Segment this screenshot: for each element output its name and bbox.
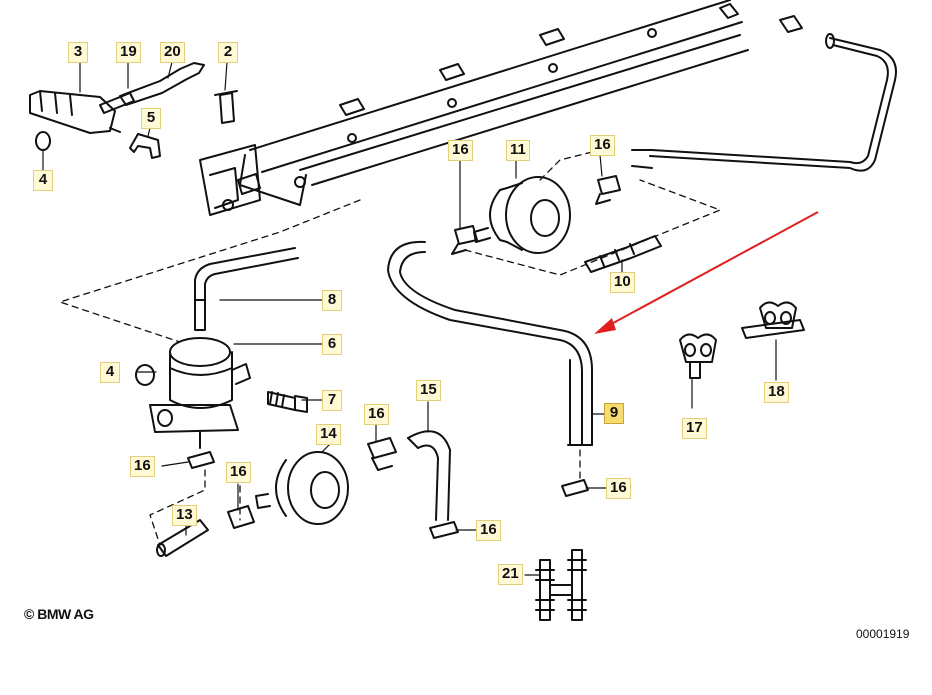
bolt [267,391,308,413]
injector [29,62,238,159]
hose-15 [407,430,451,521]
callout-6: 6 [322,334,342,355]
callout-7: 7 [322,390,342,411]
diagram-number: 00001919 [856,627,910,641]
callout-9-highlighted: 9 [604,403,624,424]
callout-8: 8 [322,290,342,311]
callout-13: 13 [172,505,197,526]
t-connector [535,549,587,621]
callout-16-hose15: 16 [364,404,389,425]
callout-21: 21 [498,564,523,585]
hose-clamps [187,175,621,539]
callout-4-top: 4 [33,170,53,191]
callout-11: 11 [506,140,530,161]
fuel-filter [135,247,299,449]
callout-15: 15 [416,380,441,401]
callout-16-hose9: 16 [606,478,631,499]
clip-18 [741,301,805,339]
callout-4-filter: 4 [100,362,120,383]
fuel-rail [199,0,749,216]
copyright-text: © BMW AG [24,606,94,622]
callout-16-hose15-bottom: 16 [476,520,501,541]
callout-16-damper: 16 [226,462,251,483]
callout-3: 3 [68,42,88,63]
hose-9 [387,240,593,446]
callout-16-regulator-left: 16 [448,140,473,161]
callout-17: 17 [682,418,707,439]
callout-5: 5 [141,108,161,129]
callout-14: 14 [316,424,341,445]
pressure-regulator [473,176,571,254]
pulsation-damper [255,451,349,525]
clip-17 [679,333,717,379]
callout-16-regulator-right: 16 [590,135,615,156]
callout-10: 10 [610,272,635,293]
hose-nipple [584,235,662,273]
callout-20: 20 [160,42,185,63]
callout-18: 18 [764,382,789,403]
callout-19: 19 [116,42,141,63]
red-arrow [594,211,819,334]
return-line [631,15,897,172]
callout-2: 2 [218,42,238,63]
callout-16-filter: 16 [130,456,155,477]
